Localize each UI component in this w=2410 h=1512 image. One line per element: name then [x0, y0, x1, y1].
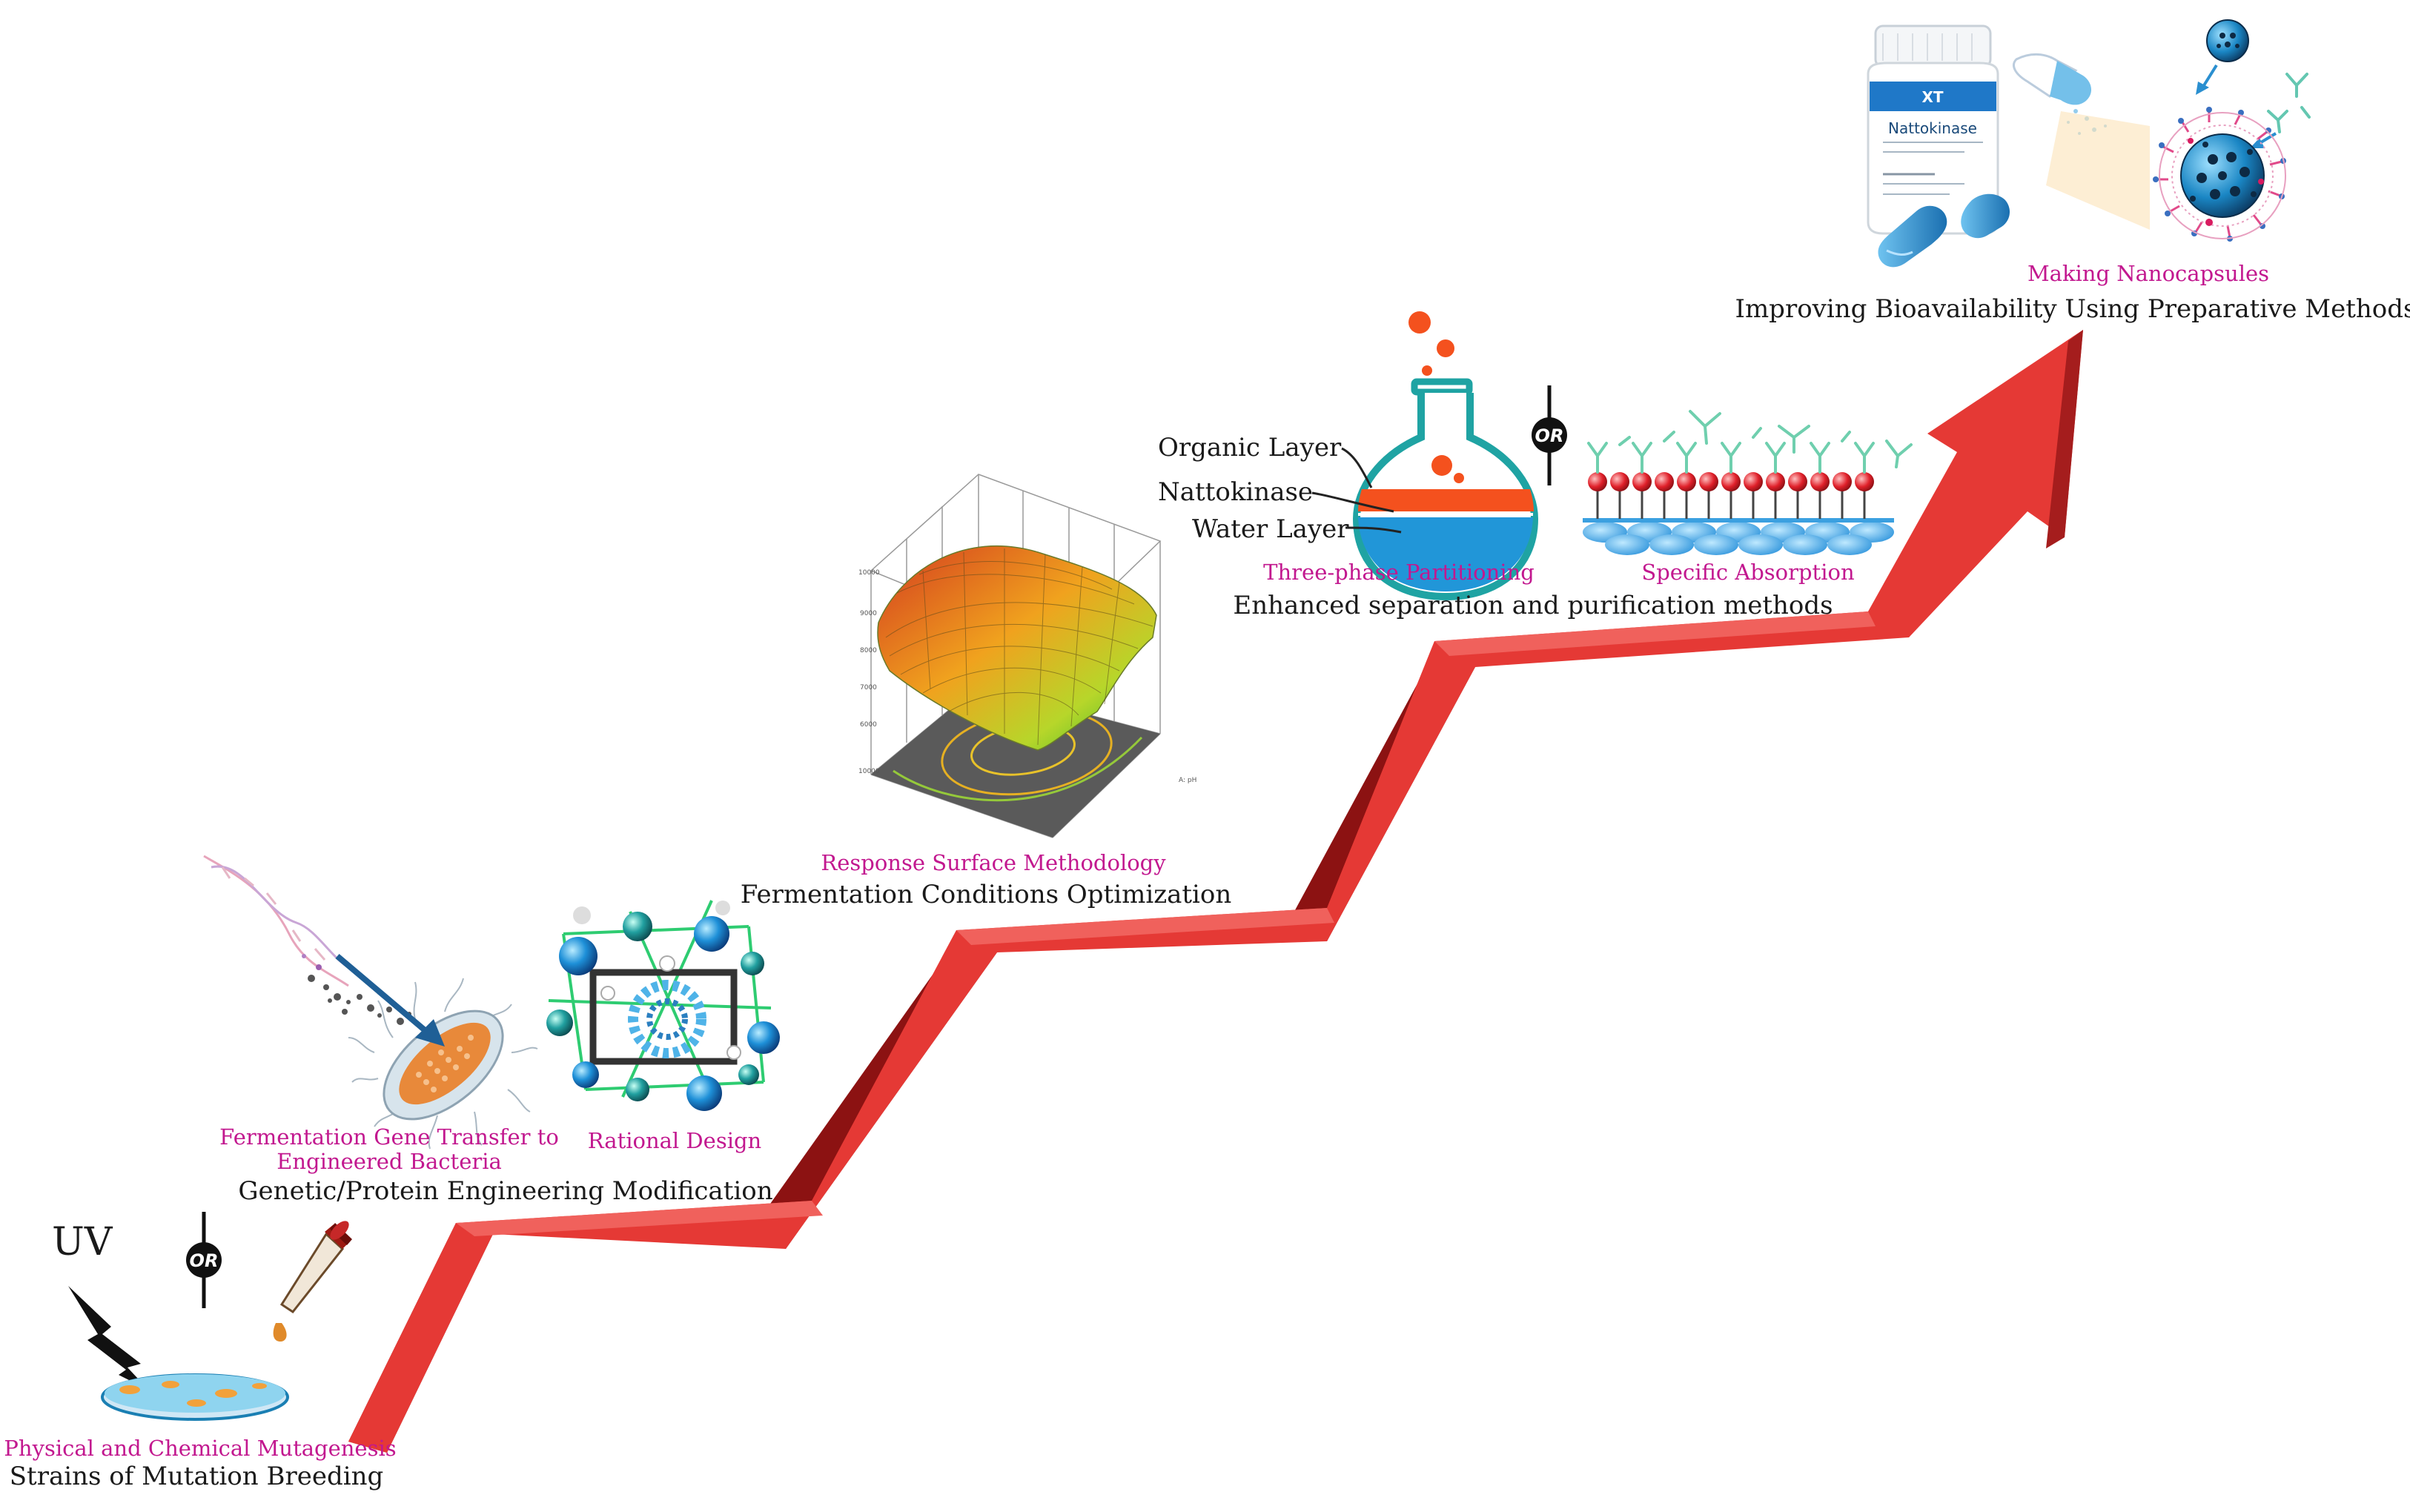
svg-text:10000: 10000: [858, 768, 880, 775]
stage4-goal-label: Enhanced separation and purification met…: [1233, 591, 1833, 620]
organic-layer-label: Organic Layer: [1158, 433, 1342, 462]
svg-text:8000: 8000: [860, 647, 877, 654]
flask-icon: [1352, 311, 1539, 601]
stage4-method-a-label: Three-phase Partitioning: [1263, 560, 1535, 585]
stage2-method-b-label: Rational Design: [587, 1128, 762, 1153]
gene-particles-icon: [302, 954, 411, 1025]
svg-text:XT: XT: [1921, 88, 1943, 106]
response-surface-plot-icon: 10000 9000 8000 7000 6000 10000 A: pH: [858, 474, 1196, 838]
dropper-icon: [273, 1221, 352, 1342]
nattokinase-label: Nattokinase: [1158, 477, 1314, 507]
supplement-bottle-icon: XT Nattokinase: [1867, 24, 2010, 268]
svg-text:OR: OR: [190, 1250, 219, 1271]
or-divider-icon-2: OR: [1532, 385, 1567, 485]
stage3-goal-label: Fermentation Conditions Optimization: [740, 880, 1232, 909]
or-divider-icon: OR: [186, 1212, 222, 1308]
stage2-goal-label: Genetic/Protein Engineering Modification: [238, 1176, 773, 1206]
stage4-method-b-label: Specific Absorption: [1641, 560, 1855, 585]
stage3-method-label: Response Surface Methodology: [821, 850, 1166, 875]
svg-text:7000: 7000: [860, 684, 877, 692]
petri-dish-icon: [101, 1373, 289, 1421]
water-layer-label: Water Layer: [1192, 514, 1349, 544]
stage2-method-a-label: Fermentation Gene Transfer to Engineered…: [219, 1124, 559, 1175]
stage5-method-label: Making Nanocapsules: [2027, 261, 2270, 286]
svg-text:A: pH: A: pH: [1179, 777, 1196, 784]
molecular-structure-icon: [546, 900, 780, 1111]
svg-text:Nattokinase: Nattokinase: [1888, 119, 1977, 137]
stage1-goal-label: Strains of Mutation Breeding: [9, 1462, 384, 1491]
stage1-method-label: Physical and Chemical Mutagenesis: [4, 1436, 397, 1461]
bacterium-icon: [335, 953, 538, 1150]
dna-helix-icon: [203, 855, 357, 987]
stage5-goal-label: Improving Bioavailability Using Preparat…: [1735, 294, 2410, 324]
svg-text:6000: 6000: [860, 721, 877, 729]
nanocapsule-icon: [2013, 19, 2311, 242]
uv-label: UV: [52, 1220, 113, 1264]
flask-leader-lines: [1311, 447, 1402, 534]
svg-text:10000: 10000: [858, 569, 880, 577]
uv-lightning-icon: [68, 1286, 148, 1390]
affinity-membrane-icon: [1583, 410, 1913, 555]
svg-text:OR: OR: [1535, 425, 1564, 446]
svg-text:9000: 9000: [860, 610, 877, 617]
progress-arrow: [348, 330, 2083, 1453]
